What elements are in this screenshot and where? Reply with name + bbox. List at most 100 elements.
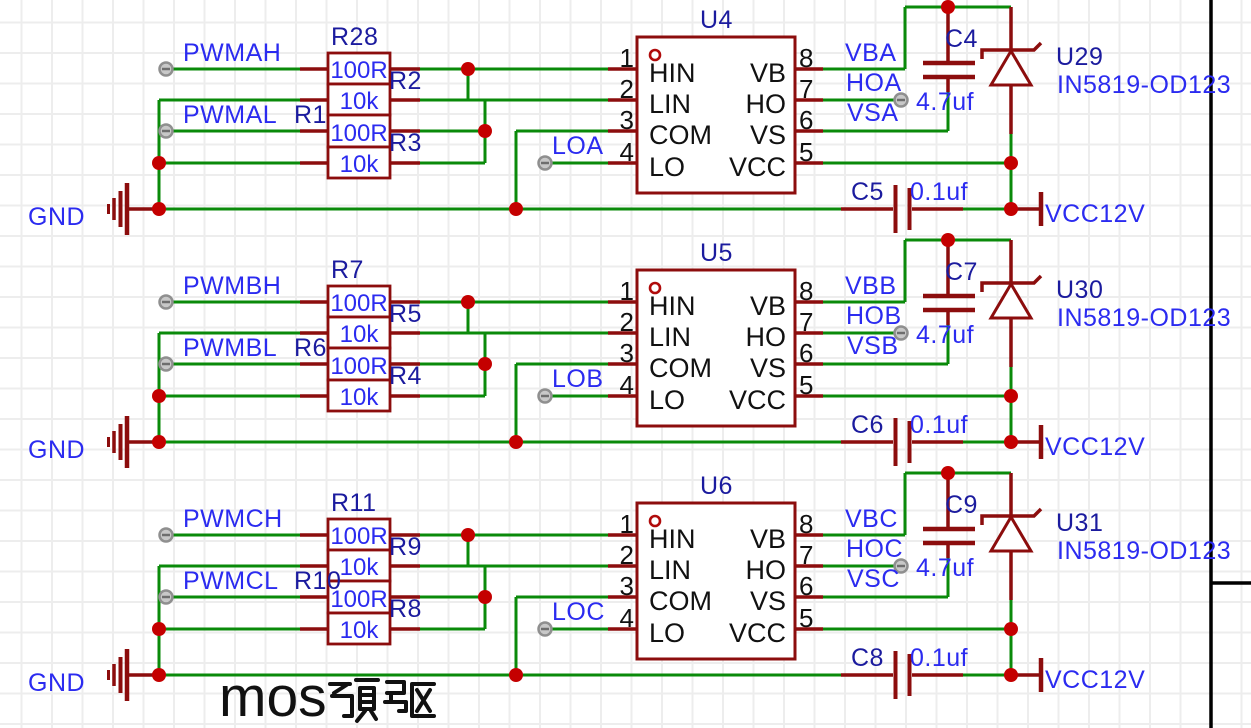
net-label-vs[interactable]: VSA [847, 99, 899, 127]
junction-dot[interactable] [1004, 202, 1018, 216]
resistor-value[interactable]: 10k [340, 151, 380, 178]
net-label-pwm-high[interactable]: PWMCH [183, 505, 283, 533]
capacitor-ref[interactable]: C4 [945, 25, 978, 53]
resistor-pins[interactable] [300, 67, 420, 165]
junction-dot[interactable] [1004, 622, 1018, 636]
net-label-vcc12v[interactable]: VCC12V [1045, 200, 1145, 228]
resistor-ref[interactable]: R3 [389, 129, 422, 157]
resistor-ref[interactable]: R10 [294, 567, 341, 595]
net-label-ho[interactable]: HOA [846, 69, 902, 97]
ic-ref[interactable]: U5 [700, 239, 733, 267]
capacitor-ref[interactable]: C9 [945, 491, 978, 519]
junction-dot[interactable] [461, 62, 475, 76]
resistor-value[interactable]: 10k [340, 617, 380, 644]
junction-dot[interactable] [152, 622, 166, 636]
ic-body[interactable] [635, 35, 797, 195]
resistor-value[interactable]: 10k [340, 88, 380, 115]
net-label-vcc12v[interactable]: VCC12V [1045, 666, 1145, 694]
net-label-pwm-high[interactable]: PWMBH [183, 272, 281, 300]
capacitor-value[interactable]: 0.1uf [910, 411, 968, 439]
junction-dot[interactable] [509, 435, 523, 449]
resistor-ref[interactable]: R11 [331, 489, 377, 517]
diode-value[interactable]: IN5819-OD123 [1057, 304, 1231, 332]
net-label-vb[interactable]: VBB [845, 272, 897, 300]
diode-value[interactable]: IN5819-OD123 [1057, 537, 1231, 565]
junction-dot[interactable] [1004, 389, 1018, 403]
resistor-pins[interactable] [300, 533, 420, 631]
capacitor-ref[interactable]: C6 [851, 411, 884, 439]
schottky-diode-symbol[interactable] [980, 240, 1043, 367]
bootstrap-capacitor-symbol[interactable] [923, 473, 975, 558]
schottky-diode-symbol[interactable] [980, 473, 1043, 600]
junction-dot[interactable] [1004, 668, 1018, 682]
junction-dot[interactable] [478, 590, 492, 604]
junction-dot[interactable] [152, 668, 166, 682]
diode-value[interactable]: IN5819-OD123 [1057, 71, 1231, 99]
net-label-vb[interactable]: VBA [845, 39, 897, 67]
junction-dot[interactable] [478, 357, 492, 371]
net-label-ho[interactable]: HOB [846, 302, 902, 330]
resistor-ref[interactable]: R5 [389, 300, 422, 328]
junction-dot[interactable] [941, 0, 955, 14]
junction-dot[interactable] [1004, 156, 1018, 170]
resistor-ref[interactable]: R4 [389, 362, 422, 390]
sheet-title-cjk-glyph-qu[interactable] [383, 680, 436, 718]
net-label-vb[interactable]: VBC [845, 505, 898, 533]
schottky-diode-symbol[interactable] [980, 7, 1043, 134]
junction-dots[interactable] [152, 233, 1018, 449]
junction-dot[interactable] [152, 435, 166, 449]
resistor-body[interactable] [326, 315, 392, 350]
junction-dot[interactable] [461, 528, 475, 542]
net-label-lo[interactable]: LOC [552, 598, 605, 626]
resistor-ref[interactable]: R8 [389, 595, 422, 623]
net-label-pwm-high[interactable]: PWMAH [183, 39, 281, 67]
decoupling-capacitor-symbol[interactable] [841, 185, 963, 233]
junction-dot[interactable] [461, 295, 475, 309]
capacitor-value[interactable]: 4.7uf [916, 554, 974, 582]
net-label-vcc12v[interactable]: VCC12V [1045, 433, 1145, 461]
sheet-title-cjk-glyph-yu[interactable] [328, 678, 380, 723]
resistor-value[interactable]: 10k [340, 321, 380, 348]
net-label-pwm-low[interactable]: PWMBL [183, 334, 277, 362]
diode-ref[interactable]: U30 [1056, 276, 1103, 304]
resistor-ref[interactable]: R28 [331, 23, 378, 51]
resistor-value[interactable]: 100R [330, 290, 387, 317]
decoupling-capacitor-symbol[interactable] [841, 418, 963, 466]
ic-pins[interactable] [608, 67, 823, 165]
ic-ref[interactable]: U4 [700, 6, 733, 34]
resistor-value[interactable]: 100R [330, 586, 387, 613]
resistor-ref[interactable]: R6 [294, 334, 327, 362]
net-label-gnd[interactable]: GND [28, 669, 85, 697]
junction-dot[interactable] [478, 124, 492, 138]
ic-body[interactable] [635, 268, 797, 428]
junction-dot[interactable] [509, 202, 523, 216]
net-label-pwm-low[interactable]: PWMAL [183, 101, 277, 129]
ic-pins[interactable] [608, 300, 823, 398]
resistor-body[interactable] [326, 145, 392, 180]
capacitor-value[interactable]: 0.1uf [910, 178, 968, 206]
ic-ref[interactable]: U6 [700, 472, 733, 500]
ic-body[interactable] [635, 501, 797, 661]
net-label-vs[interactable]: VSB [847, 332, 899, 360]
capacitor-ref[interactable]: C7 [945, 258, 978, 286]
junction-dot[interactable] [941, 466, 955, 480]
net-label-gnd[interactable]: GND [28, 436, 85, 464]
capacitor-value[interactable]: 4.7uf [916, 88, 974, 116]
resistor-value[interactable]: 10k [340, 554, 380, 581]
resistor-value[interactable]: 100R [330, 523, 387, 550]
net-label-gnd[interactable]: GND [28, 203, 85, 231]
resistor-body[interactable] [326, 284, 392, 319]
resistor-value[interactable]: 100R [330, 353, 387, 380]
net-label-vs[interactable]: VSC [847, 565, 900, 593]
capacitor-value[interactable]: 0.1uf [910, 644, 968, 672]
resistor-ref[interactable]: R1 [294, 101, 327, 129]
net-label-pwm-low[interactable]: PWMCL [183, 567, 279, 595]
resistor-value[interactable]: 10k [340, 384, 380, 411]
net-label-lo[interactable]: LOB [552, 365, 604, 393]
junction-dot[interactable] [152, 202, 166, 216]
resistor-ref[interactable]: R7 [331, 256, 364, 284]
resistor-body[interactable] [326, 378, 392, 413]
bootstrap-capacitor-symbol[interactable] [923, 7, 975, 92]
junction-dot[interactable] [152, 156, 166, 170]
